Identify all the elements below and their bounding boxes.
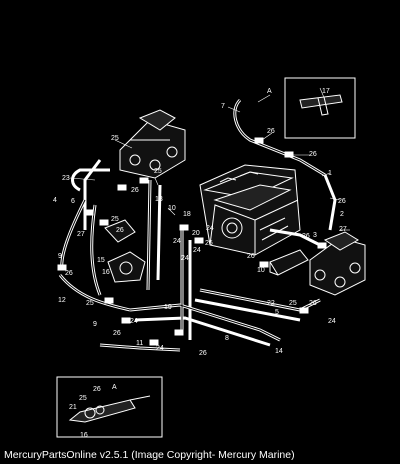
hose-clamps	[57, 137, 327, 346]
callout-26: 26	[131, 187, 139, 194]
callout-26: 26	[113, 330, 121, 337]
callout-27: 27	[77, 231, 85, 238]
callout-25: 25	[79, 395, 87, 402]
callout-7: 7	[221, 103, 225, 110]
callout-26: 26	[93, 386, 101, 393]
callout-25: 25	[111, 135, 119, 142]
callout-10: 10	[257, 267, 265, 274]
callout-23: 23	[62, 175, 70, 182]
callout-6: 6	[71, 198, 75, 205]
callout-25: 25	[111, 216, 119, 223]
callout-27: 27	[339, 226, 347, 233]
callout-2: 2	[340, 211, 344, 218]
callout-16: 16	[102, 269, 110, 276]
callout-10: 10	[168, 205, 176, 212]
callout-13: 13	[155, 196, 163, 203]
callout-26: 26	[205, 240, 213, 247]
heat-exchanger-part	[269, 249, 309, 276]
callout-25: 25	[86, 300, 94, 307]
callout-26: 26	[302, 233, 310, 240]
callout-A: A	[267, 88, 272, 95]
callout-5: 5	[275, 309, 279, 316]
leader-lines	[69, 87, 350, 231]
callout-9: 9	[93, 321, 97, 328]
callout-3: 3	[313, 232, 317, 239]
callout-26: 26	[267, 128, 275, 135]
callout-24: 24	[156, 345, 164, 352]
callout-19: 19	[164, 304, 172, 311]
callout-12: 12	[58, 297, 66, 304]
callout-9: 9	[58, 253, 62, 260]
callout-11: 11	[136, 340, 144, 347]
callout-A: A	[112, 384, 117, 391]
callout-4: 4	[53, 197, 57, 204]
engine-block	[199, 164, 301, 256]
callout-21: 21	[69, 404, 77, 411]
callout-24: 24	[181, 255, 189, 262]
callout-1: 1	[328, 170, 332, 177]
inset-part-16-21	[56, 376, 163, 438]
callout-26: 26	[65, 270, 73, 277]
inset-part-17	[284, 77, 356, 139]
callout-16: 16	[80, 432, 88, 439]
callout-24: 24	[206, 225, 214, 232]
callout-17: 17	[322, 88, 330, 95]
callout-24: 24	[173, 238, 181, 245]
seawater-pump	[104, 219, 146, 283]
callout-22: 22	[267, 300, 275, 307]
callout-26: 26	[309, 300, 317, 307]
callout-26: 26	[338, 198, 346, 205]
callout-25: 25	[154, 168, 162, 175]
callout-26: 26	[116, 227, 124, 234]
callout-18: 18	[183, 211, 191, 218]
callout-20: 20	[192, 230, 200, 237]
copyright-footer: MercuryPartsOnline v2.5.1 (Image Copyrig…	[4, 449, 295, 461]
callout-14: 14	[275, 348, 283, 355]
callout-26: 26	[309, 151, 317, 158]
right-exhaust-manifold	[309, 231, 366, 296]
callout-8: 8	[225, 335, 229, 342]
callout-24: 24	[193, 247, 201, 254]
callout-26: 26	[199, 350, 207, 357]
callout-24: 24	[130, 318, 138, 325]
callout-24: 24	[328, 318, 336, 325]
callout-26: 26	[247, 253, 255, 260]
callout-25: 25	[289, 300, 297, 307]
left-exhaust-manifold	[119, 109, 186, 179]
callout-15: 15	[97, 257, 105, 264]
